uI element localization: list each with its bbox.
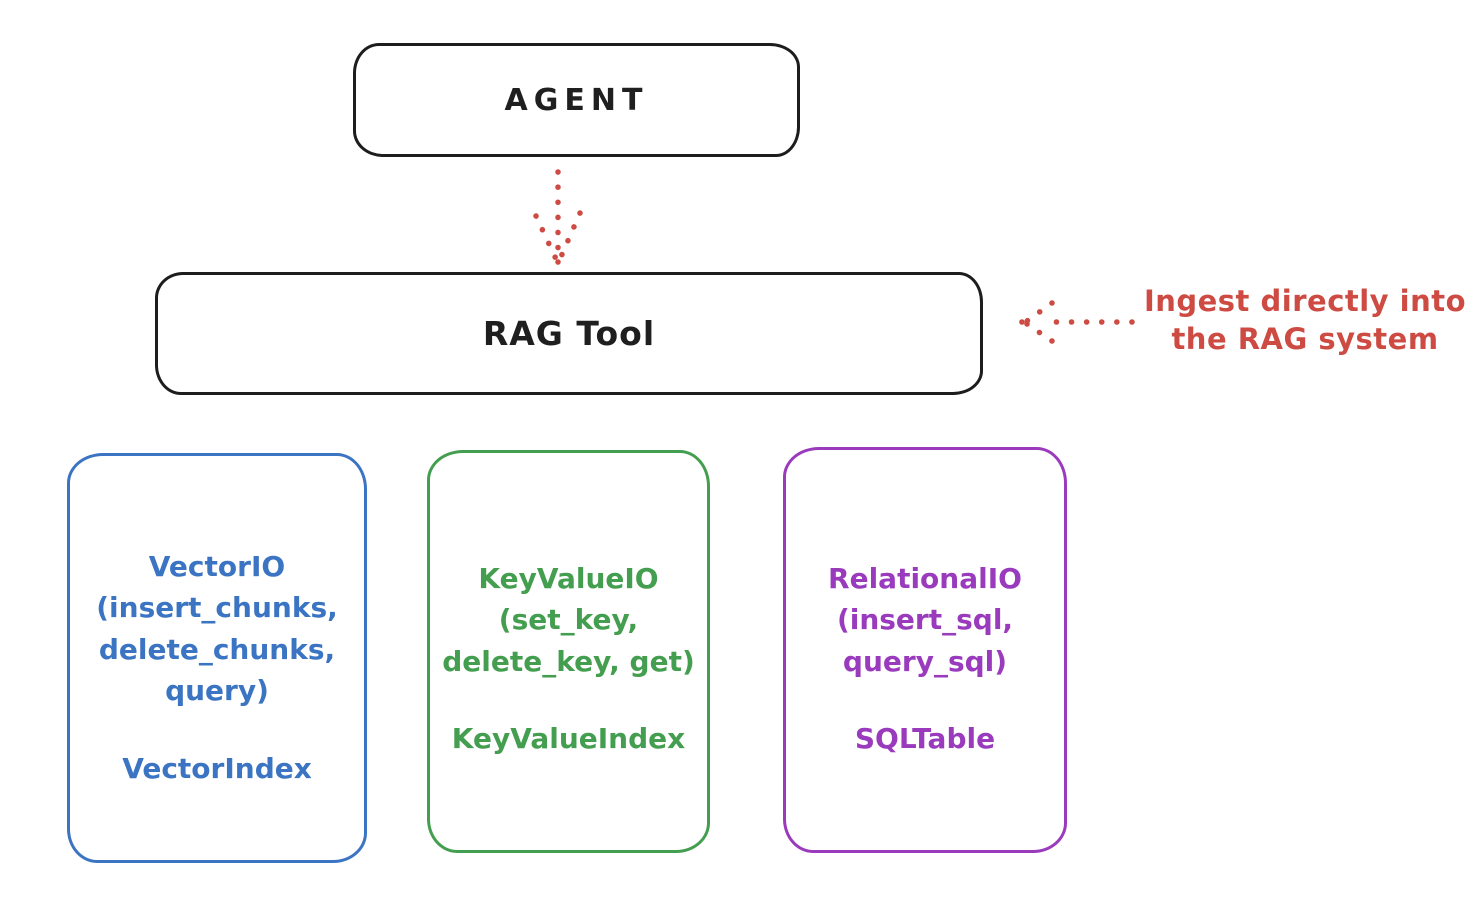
- ingest-annotation-line2: the RAG system: [1171, 322, 1439, 357]
- relational-io-box: RelationalIO (insert_sql, query_sql) SQL…: [783, 447, 1067, 853]
- relational-io-text: RelationalIO (insert_sql, query_sql) SQL…: [786, 558, 1064, 760]
- keyvalue-io-title: KeyValueIO: [478, 562, 659, 595]
- vector-io-methods-line1: (insert_chunks,: [96, 591, 338, 625]
- keyvalue-index-label: KeyValueIndex: [451, 722, 686, 756]
- keyvalue-io-text: KeyValueIO (set_key, delete_key, get) Ke…: [430, 558, 707, 760]
- vector-io-text: VectorIO (insert_chunks, delete_chunks, …: [70, 546, 364, 789]
- keyvalue-io-methods-line1: (set_key,: [498, 603, 639, 637]
- annotation-to-ragtool-arrow-icon: [1018, 300, 1135, 344]
- rag-tool-box: RAG Tool: [155, 272, 983, 395]
- vector-index-label: VectorIndex: [122, 751, 312, 785]
- agent-box: AGENT: [353, 43, 800, 157]
- agent-to-ragtool-arrow-icon: [533, 169, 583, 266]
- vector-io-methods-line3: query): [165, 674, 269, 708]
- agent-box-label: AGENT: [504, 82, 649, 118]
- vector-io-title: VectorIO: [148, 550, 286, 583]
- ingest-annotation: Ingest directly into the RAG system: [1130, 282, 1480, 359]
- sql-table-label: SQLTable: [854, 722, 996, 756]
- relational-io-title: RelationalIO: [828, 562, 1022, 595]
- ingest-annotation-line1: Ingest directly into: [1143, 284, 1467, 318]
- keyvalue-io-methods-line2: delete_key, get): [442, 644, 695, 678]
- relational-io-methods-line2: query_sql): [842, 644, 1008, 678]
- relational-io-methods-line1: (insert_sql,: [836, 603, 1014, 637]
- rag-tool-box-label: RAG Tool: [482, 314, 656, 353]
- keyvalue-io-box: KeyValueIO (set_key, delete_key, get) Ke…: [427, 450, 710, 853]
- vector-io-methods-line2: delete_chunks,: [98, 632, 336, 666]
- vector-io-box: VectorIO (insert_chunks, delete_chunks, …: [67, 453, 367, 863]
